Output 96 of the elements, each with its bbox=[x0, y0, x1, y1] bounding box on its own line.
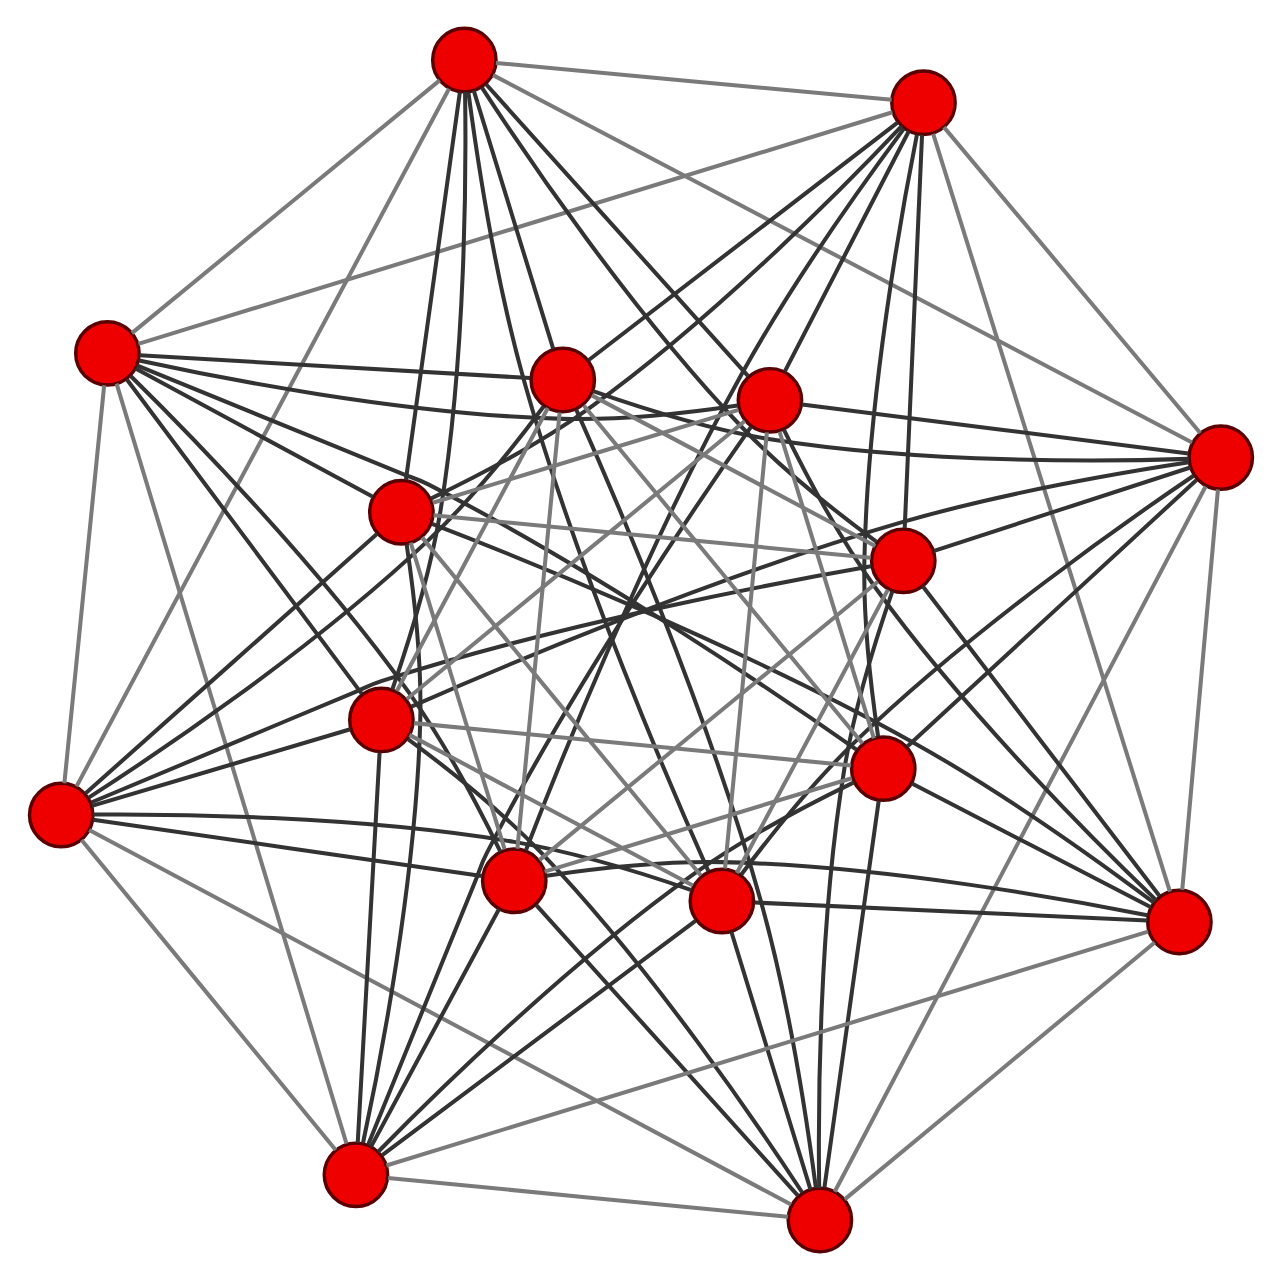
connector bbox=[412, 721, 851, 768]
node-circle bbox=[366, 478, 434, 546]
connector bbox=[470, 90, 555, 350]
connector bbox=[920, 585, 1161, 898]
connector bbox=[589, 393, 876, 548]
node-circle bbox=[1186, 424, 1254, 491]
connector bbox=[368, 908, 500, 1148]
connector bbox=[591, 389, 1188, 463]
node-circle bbox=[479, 847, 547, 915]
node-circle bbox=[868, 527, 936, 595]
connector bbox=[800, 402, 1188, 456]
connector bbox=[901, 134, 924, 529]
connector bbox=[1179, 489, 1219, 891]
connector bbox=[543, 776, 852, 874]
connector bbox=[83, 532, 378, 795]
connector bbox=[815, 590, 894, 1188]
connector bbox=[133, 366, 373, 499]
node-circle bbox=[848, 735, 916, 803]
connector bbox=[842, 940, 1155, 1201]
node-circle bbox=[687, 867, 755, 935]
connector bbox=[491, 73, 1192, 445]
connector bbox=[87, 828, 791, 1207]
connector bbox=[61, 385, 106, 784]
connector bbox=[407, 733, 693, 888]
connector bbox=[781, 428, 1157, 902]
connector bbox=[494, 60, 891, 102]
connector bbox=[138, 353, 530, 381]
connector bbox=[384, 929, 1148, 1168]
connector bbox=[753, 900, 1147, 923]
connector bbox=[941, 125, 1201, 435]
connector bbox=[402, 92, 461, 481]
connector bbox=[523, 127, 905, 851]
node-circle bbox=[321, 1141, 389, 1209]
connector bbox=[407, 541, 506, 850]
node-circle bbox=[889, 69, 956, 137]
connector bbox=[389, 92, 467, 691]
connector bbox=[431, 407, 739, 505]
connector bbox=[831, 485, 1207, 1193]
node-circle bbox=[785, 1186, 853, 1254]
connector bbox=[545, 860, 1147, 918]
connector bbox=[430, 522, 1154, 905]
connector bbox=[79, 838, 337, 1152]
node-circle bbox=[429, 26, 497, 94]
connector bbox=[124, 378, 363, 696]
connector bbox=[483, 83, 749, 378]
connector bbox=[354, 752, 381, 1143]
connector bbox=[533, 903, 799, 1197]
connector bbox=[537, 580, 879, 862]
connector bbox=[365, 425, 752, 1146]
node-circle bbox=[72, 319, 140, 387]
connector bbox=[734, 588, 889, 874]
connector bbox=[92, 812, 692, 892]
connector bbox=[776, 431, 875, 739]
connector bbox=[409, 460, 1189, 709]
connector bbox=[782, 130, 910, 373]
connector bbox=[360, 544, 422, 1144]
connector bbox=[89, 564, 871, 805]
connector bbox=[586, 121, 898, 362]
connector bbox=[722, 432, 768, 869]
connector bbox=[380, 918, 696, 1157]
connector bbox=[581, 404, 864, 745]
connector bbox=[375, 780, 854, 1154]
connector bbox=[404, 419, 746, 701]
connector bbox=[514, 412, 561, 849]
connector bbox=[728, 931, 812, 1190]
connector bbox=[479, 86, 877, 544]
connector bbox=[73, 87, 450, 788]
connector bbox=[465, 92, 710, 872]
connector bbox=[573, 409, 817, 1189]
connector bbox=[904, 478, 1197, 748]
connector bbox=[137, 358, 738, 422]
connector bbox=[432, 513, 870, 560]
connector bbox=[113, 383, 348, 1145]
connector bbox=[91, 817, 482, 879]
connector bbox=[135, 363, 857, 752]
node-circle bbox=[26, 781, 94, 849]
connector bbox=[136, 110, 893, 346]
node-circle bbox=[528, 346, 596, 414]
node-circle bbox=[735, 366, 803, 434]
node-circle bbox=[1144, 888, 1212, 956]
connector bbox=[910, 781, 1151, 910]
connector bbox=[932, 465, 1190, 553]
connector bbox=[90, 727, 350, 808]
connector bbox=[386, 1175, 788, 1219]
connector bbox=[738, 474, 1194, 876]
connector bbox=[86, 405, 545, 800]
connector bbox=[428, 124, 903, 501]
connector bbox=[405, 737, 803, 1194]
connector bbox=[419, 536, 702, 877]
connector bbox=[861, 134, 918, 737]
connector bbox=[128, 374, 502, 853]
connector bbox=[129, 78, 440, 335]
node-circle bbox=[346, 686, 414, 754]
connector bbox=[394, 407, 549, 692]
connector bbox=[930, 133, 1171, 893]
connector bbox=[821, 800, 880, 1188]
